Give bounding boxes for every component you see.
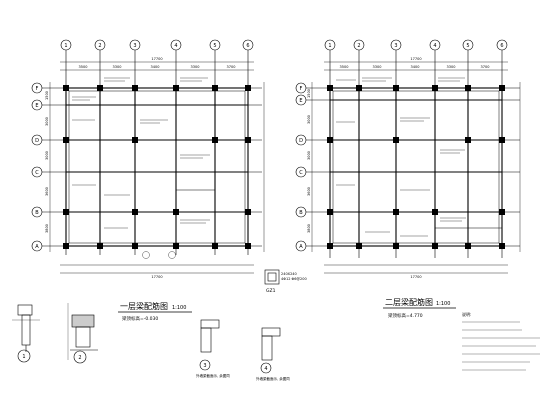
plan-2-row-axis-e: E <box>299 98 302 104</box>
plan-1-row-dim-5: 3800 <box>45 224 49 233</box>
detail-3-note: 外墙梁截面示, 余图同 <box>196 373 230 378</box>
plan-2-row-axis-d: D <box>299 138 303 144</box>
detail-4-bubble: 4 <box>264 366 267 372</box>
plan-1-bottom-overall-dim: 17700 <box>151 275 162 279</box>
detail-3-bubble: 3 <box>203 363 206 369</box>
plan-1-row-axis-f: F <box>36 86 39 92</box>
plan-2-top-dim-3: 3400 <box>411 65 420 69</box>
detail-2-bubble: 2 <box>78 355 81 361</box>
detail-1-bubble: 1 <box>22 354 25 360</box>
plan-2-top-dim-4: 3300 <box>447 65 456 69</box>
plan-1-row-dim-2: 3000 <box>45 117 49 126</box>
plan-1-row-dim-3: 3000 <box>45 151 49 160</box>
plan-1-col-axis-4: 4 <box>174 43 177 49</box>
plan-2-row-axis-f: F <box>300 86 303 92</box>
plan-1-top-dim-5: 3700 <box>227 65 236 69</box>
plan-1-row-dim-1: 1500 <box>45 91 49 100</box>
plan-2-top-dim-2: 3300 <box>373 65 382 69</box>
plan-2-col-axis-3: 3 <box>394 43 397 49</box>
plan-2-col-axis-6: 6 <box>500 43 503 49</box>
notes-block <box>462 321 540 371</box>
notes-title: 说明: <box>462 311 471 317</box>
plan-2-row-axis-a: A <box>299 244 303 250</box>
plan-2-row-axis-b: B <box>299 210 303 216</box>
gz1-size: 240X240 <box>281 272 297 276</box>
plan-1-beams <box>65 87 249 247</box>
gz1-rebar: 4Φ12 Φ6@200 <box>281 277 307 281</box>
plan-2-col-axis-5: 5 <box>466 43 469 49</box>
plan-2-top-dim-1: 3500 <box>340 65 349 69</box>
plan-1-top-dim-1: 3500 <box>79 65 88 69</box>
plan-1-col-axis-6: 6 <box>246 43 249 49</box>
plan-2-title: 二层梁配筋图 <box>385 297 433 307</box>
gz1-label: GZ1 <box>266 288 276 294</box>
plan-2-col-axis-1: 1 <box>328 43 331 49</box>
plan-2-columns <box>327 85 505 249</box>
plan-1-row-axis-d: D <box>35 138 39 144</box>
detail-gz1 <box>264 269 280 285</box>
plan-2-scale: 1:100 <box>436 301 450 307</box>
detail-section-2 <box>67 303 98 364</box>
plan-1-col-axis-2: 2 <box>98 43 101 49</box>
plan-1 <box>31 39 265 274</box>
plan-1-row-dim-4: 3600 <box>45 187 49 196</box>
plan-1-top-dim-4: 3300 <box>191 65 200 69</box>
plan-2-top-dim-5: 3700 <box>481 65 490 69</box>
plan-2-row-dim-3: 3000 <box>307 151 311 160</box>
plan-2-beams <box>329 87 503 247</box>
plan-2-row-dim-2: 3000 <box>307 115 311 124</box>
plan-2-dimension-lines <box>311 61 521 274</box>
plan-1-row-axis-b: B <box>35 210 39 216</box>
detail-section-3 <box>199 319 220 371</box>
plan-1-overall-dim: 17700 <box>151 57 162 61</box>
plan-1-top-dim-2: 3300 <box>113 65 122 69</box>
plan-2-row-dim-5: 3800 <box>307 224 311 233</box>
plan-1-dimension-lines <box>49 61 265 274</box>
plan-1-columns <box>63 85 251 249</box>
detail-section-4 <box>260 327 281 374</box>
plan-1-row-axis-e: E <box>35 103 38 109</box>
plan-2-col-axis-4: 4 <box>433 43 436 49</box>
plan-1-col-axis-3: 3 <box>133 43 136 49</box>
plan-1-col-axis-5: 5 <box>213 43 216 49</box>
plan-2-bottom-overall-dim: 17700 <box>410 275 421 279</box>
plan-2-row-dim-1: 1500 <box>307 89 311 98</box>
detail-section-1 <box>12 304 40 363</box>
plan-1-row-axis-a: A <box>35 244 39 250</box>
plan-2-column-axes <box>324 39 508 258</box>
plan-1-scale: 1:100 <box>172 305 186 311</box>
plan-2-col-axis-2: 2 <box>357 43 360 49</box>
plan-1-beam-annotations <box>72 77 210 259</box>
plan-1-column-axes <box>60 39 254 255</box>
plan-1-elevation: 梁顶标高=-0.030 <box>122 315 158 322</box>
plan-2-row-dim-4: 3600 <box>307 187 311 196</box>
plan-1-row-axis-c: C <box>35 170 39 176</box>
plan-2-overall-dim: 17700 <box>410 57 421 61</box>
plan-2-elevation: 梁顶标高=4.770 <box>388 312 423 319</box>
plan-1-top-dim-3: 3400 <box>151 65 160 69</box>
detail-4-note: 外墙梁截面示, 余图同 <box>256 376 290 381</box>
plan-2-row-axis-c: C <box>299 170 303 176</box>
plan-1-col-axis-1: 1 <box>64 43 67 49</box>
plan-2 <box>295 39 521 274</box>
plan-2-beam-annotations <box>336 77 466 237</box>
plan-1-title: 一层梁配筋图 <box>120 301 168 311</box>
